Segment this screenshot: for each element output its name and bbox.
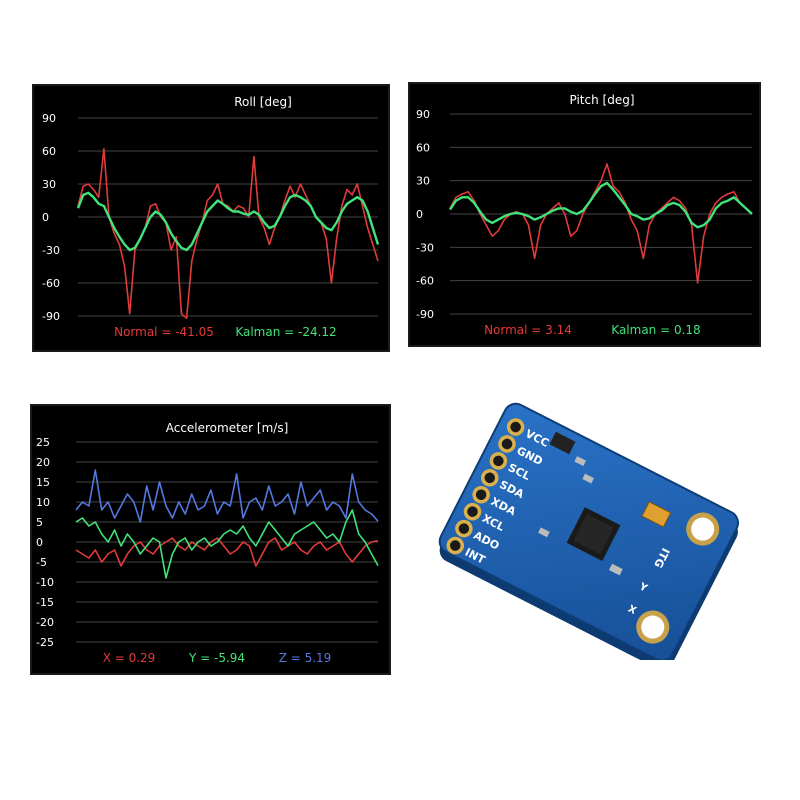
y-tick-label: 15 [36, 476, 50, 489]
smd-cap-2 [582, 473, 594, 484]
y-tick-label: 30 [416, 175, 430, 188]
pitch-y-ticks: 90 60 30 0 -30 -60 -90 [416, 108, 434, 321]
tantalum-capacitor [641, 501, 672, 528]
y-tick-label: 90 [416, 108, 430, 121]
accel-z-readout: Z = 5.19 [279, 651, 332, 665]
pin-pad [506, 418, 525, 436]
series-line-normal [77, 147, 379, 319]
y-tick-label: -15 [36, 596, 54, 609]
pitch-grid [450, 113, 752, 315]
series-line-y [75, 509, 379, 579]
y-tick-label: -90 [42, 310, 60, 323]
smd-cap-3 [608, 563, 623, 576]
accel-y-readout: Y = -5.94 [188, 651, 245, 665]
pin-pad [481, 469, 499, 487]
y-tick-label: -30 [42, 244, 60, 257]
y-tick-label: -60 [42, 277, 60, 290]
y-tick-label: 0 [42, 211, 49, 224]
mount-hole-bottom [636, 610, 670, 644]
series-line-normal [449, 163, 753, 284]
accel-grid [76, 441, 378, 643]
y-tick-label: 0 [416, 208, 423, 221]
y-tick-label: 5 [36, 516, 43, 529]
pitch-chart-svg: Pitch [deg] 90 60 30 0 -30 -60 -90 Normal = 3.… [416, 93, 753, 337]
accel-x-readout: X = 0.29 [103, 651, 156, 665]
pitch-kalman-readout: Kalman = 0.18 [611, 323, 700, 337]
roll-series [76, 147, 380, 319]
pin-pad [489, 452, 508, 470]
pitch-title: Pitch [deg] [569, 93, 634, 107]
roll-chart: Roll [deg] 90 60 30 0 -30 -60 -90 Normal = -41… [32, 84, 390, 352]
y-tick-label: -5 [36, 556, 47, 569]
pin-pad [463, 502, 482, 521]
y-tick-label: -30 [416, 241, 434, 254]
pin-pad [498, 435, 516, 453]
pin-pad [472, 485, 490, 504]
accel-title: Accelerometer [m/s] [166, 421, 289, 435]
accel-y-ticks: 25 20 15 10 5 0 -5 -10 -15 -20 -25 [36, 436, 54, 649]
y-tick-label: 30 [42, 178, 56, 191]
mount-hole-top [686, 512, 720, 546]
y-tick-label: 10 [36, 496, 50, 509]
y-tick-label: -10 [36, 576, 54, 589]
series-line-x [75, 537, 379, 567]
y-tick-label: -25 [36, 636, 54, 649]
y-tick-label: 0 [36, 536, 43, 549]
regulator-chip [549, 431, 576, 455]
accelerometer-chart: Accelerometer [m/s] 25 20 15 10 5 0 -5 -10 -15 -2… [30, 404, 391, 675]
y-tick-label: 25 [36, 436, 50, 449]
series-line-z [75, 469, 379, 523]
y-tick-label: -60 [416, 275, 434, 288]
series-line-kalman [449, 181, 753, 229]
smd-cap-1 [574, 456, 587, 466]
y-tick-label: -90 [416, 308, 434, 321]
accel-series [75, 469, 379, 579]
roll-kalman-readout: Kalman = -24.12 [235, 325, 336, 339]
chip-die [573, 513, 614, 555]
roll-chart-svg: Roll [deg] 90 60 30 0 -30 -60 -90 Normal = -41… [42, 95, 380, 339]
roll-grid [78, 117, 378, 317]
pitch-series [449, 163, 753, 284]
pin-pad [455, 519, 473, 538]
y-tick-label: 60 [416, 141, 430, 154]
roll-y-ticks: 90 60 30 0 -30 -60 -90 [42, 112, 60, 323]
y-tick-label: 90 [42, 112, 56, 125]
pin-pad [446, 536, 465, 555]
pitch-chart: Pitch [deg] 90 60 30 0 -30 -60 -90 Normal = 3.… [408, 82, 761, 347]
y-tick-label: -20 [36, 616, 54, 629]
y-tick-label: 60 [42, 145, 56, 158]
y-tick-label: 20 [36, 456, 50, 469]
pitch-normal-readout: Normal = 3.14 [484, 323, 572, 337]
roll-title: Roll [deg] [234, 95, 292, 109]
roll-normal-readout: Normal = -41.05 [114, 325, 214, 339]
smd-cap-4 [538, 527, 550, 538]
accel-chart-svg: Accelerometer [m/s] 25 20 15 10 5 0 -5 -10 -15 -2… [36, 421, 379, 665]
series-line-kalman [76, 191, 380, 252]
